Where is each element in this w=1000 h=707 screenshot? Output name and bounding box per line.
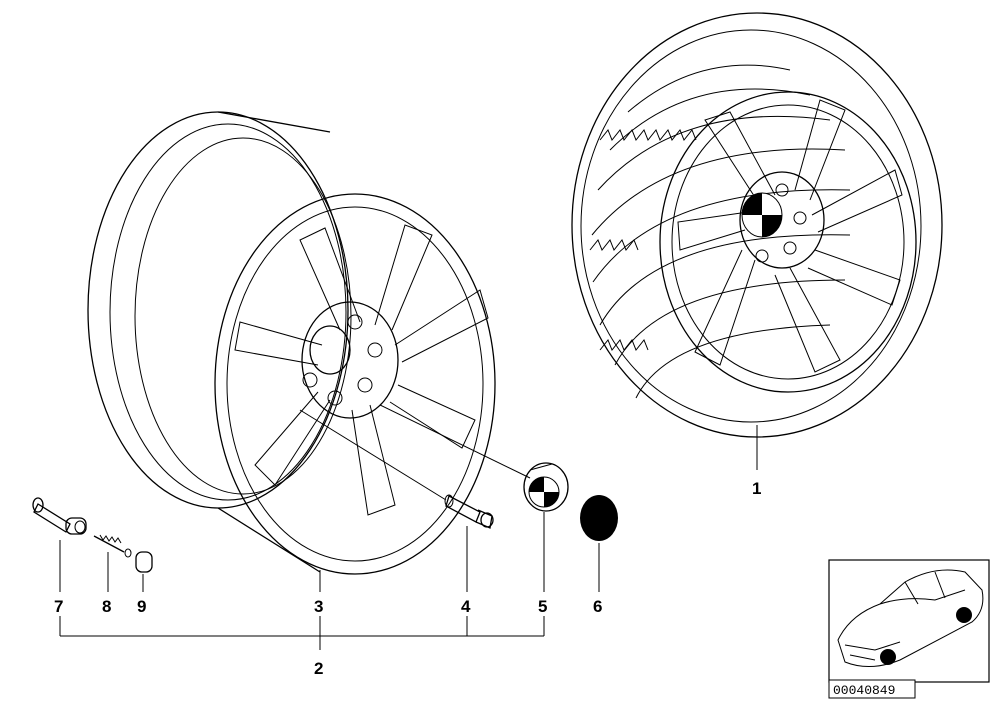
- emblem[interactable]: [580, 495, 618, 541]
- front-wheel-marker-icon: [880, 649, 896, 665]
- hub-cap-with-emblem[interactable]: [523, 462, 569, 512]
- callout-2: 2: [314, 659, 323, 678]
- callout-9: 9: [137, 597, 146, 616]
- leader-lines: [59, 404, 758, 650]
- doc-number-box: [828, 679, 916, 699]
- callout-3: 3: [314, 597, 323, 616]
- callout-4: 4: [461, 597, 471, 616]
- doc-number: 00040849: [833, 683, 895, 698]
- callout-8: 8: [102, 597, 111, 616]
- rear-wheel-marker-icon: [956, 607, 972, 623]
- callout-5: 5: [538, 597, 547, 616]
- complete-wheel-with-tyre[interactable]: [571, 12, 943, 438]
- callout-1: 1: [752, 479, 761, 498]
- vehicle-location-inset: [828, 559, 990, 683]
- callout-7: 7: [54, 597, 63, 616]
- wheel-bolt[interactable]: [444, 494, 494, 529]
- valve-insert[interactable]: [93, 534, 132, 558]
- valve[interactable]: [32, 497, 87, 535]
- valve-cap[interactable]: [135, 551, 153, 573]
- light-alloy-rim[interactable]: [87, 111, 496, 575]
- car-outline-icon: [837, 569, 984, 667]
- callout-6: 6: [593, 597, 602, 616]
